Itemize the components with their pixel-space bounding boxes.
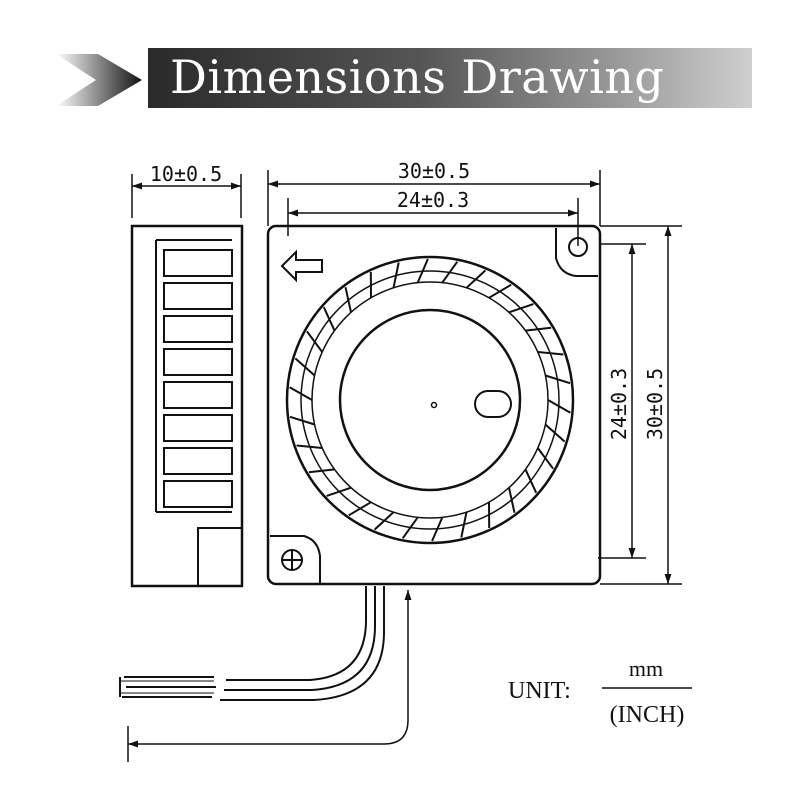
front-view xyxy=(266,170,682,586)
side-fin xyxy=(163,249,233,277)
impeller-blade xyxy=(544,423,566,443)
impeller-blade xyxy=(545,374,571,385)
unit-inch: (INCH) xyxy=(610,702,685,728)
unit-mm: mm xyxy=(629,656,663,681)
impeller-blade xyxy=(289,415,315,426)
impeller-blade xyxy=(431,517,444,542)
impeller-blade xyxy=(508,303,534,314)
impeller-blade xyxy=(296,444,323,449)
unit-label: UNIT: xyxy=(508,678,571,704)
impeller-blade xyxy=(525,326,552,332)
impeller-blade xyxy=(524,468,538,494)
side-fin xyxy=(163,414,233,442)
impeller-blade xyxy=(289,386,313,401)
impeller-blade xyxy=(416,258,429,283)
impeller-blade xyxy=(373,511,395,531)
hub-label-slot xyxy=(474,390,512,418)
side-thickness-label: 10±0.5 xyxy=(150,162,222,186)
side-fin xyxy=(163,480,233,508)
side-fin xyxy=(163,447,233,475)
side-fin xyxy=(163,315,233,343)
impeller-blade xyxy=(465,269,487,289)
impeller-blade xyxy=(537,351,564,356)
impeller-blade xyxy=(460,511,468,538)
mount-hole-top xyxy=(568,237,588,257)
impeller-blade xyxy=(401,516,419,539)
mount-tab-top xyxy=(555,228,598,277)
impeller-blade xyxy=(326,486,352,497)
side-fins xyxy=(163,249,233,508)
impeller-blade xyxy=(294,357,316,377)
impeller-blade xyxy=(547,399,571,414)
impeller-blade xyxy=(441,261,459,284)
outer-height-label: 30±0.5 xyxy=(643,368,667,440)
side-fin xyxy=(163,348,233,376)
screw-icon xyxy=(281,549,303,571)
mount-tab-bottom xyxy=(270,535,321,584)
impeller-outer xyxy=(285,255,575,545)
hole-spacing-height-label: 24±0.3 xyxy=(607,368,631,440)
impeller-blade xyxy=(508,487,516,514)
impeller-hub xyxy=(338,308,522,492)
lead-wires xyxy=(119,586,385,701)
fan-housing xyxy=(266,224,602,586)
side-fin xyxy=(163,381,233,409)
hole-spacing-width-label: 24±0.3 xyxy=(397,188,469,212)
impeller-blade xyxy=(322,306,336,332)
lead-length-dimension xyxy=(127,590,412,762)
chevron-arrow-icon xyxy=(56,54,142,106)
impeller-blades xyxy=(289,258,571,542)
side-view xyxy=(130,174,244,588)
impeller-blade xyxy=(344,286,352,313)
airflow-arrow-icon xyxy=(280,249,323,283)
impeller-blade xyxy=(392,262,400,289)
page-title: Dimensions Drawing xyxy=(170,50,665,104)
outer-width-label: 30±0.5 xyxy=(398,159,470,183)
side-fin xyxy=(163,282,233,310)
impeller-blade xyxy=(348,501,372,517)
impeller-blade xyxy=(308,468,335,474)
title-banner: Dimensions Drawing xyxy=(148,48,752,108)
impeller-blade xyxy=(488,283,512,299)
impeller-blade xyxy=(536,447,554,470)
impeller-blade xyxy=(306,330,324,353)
